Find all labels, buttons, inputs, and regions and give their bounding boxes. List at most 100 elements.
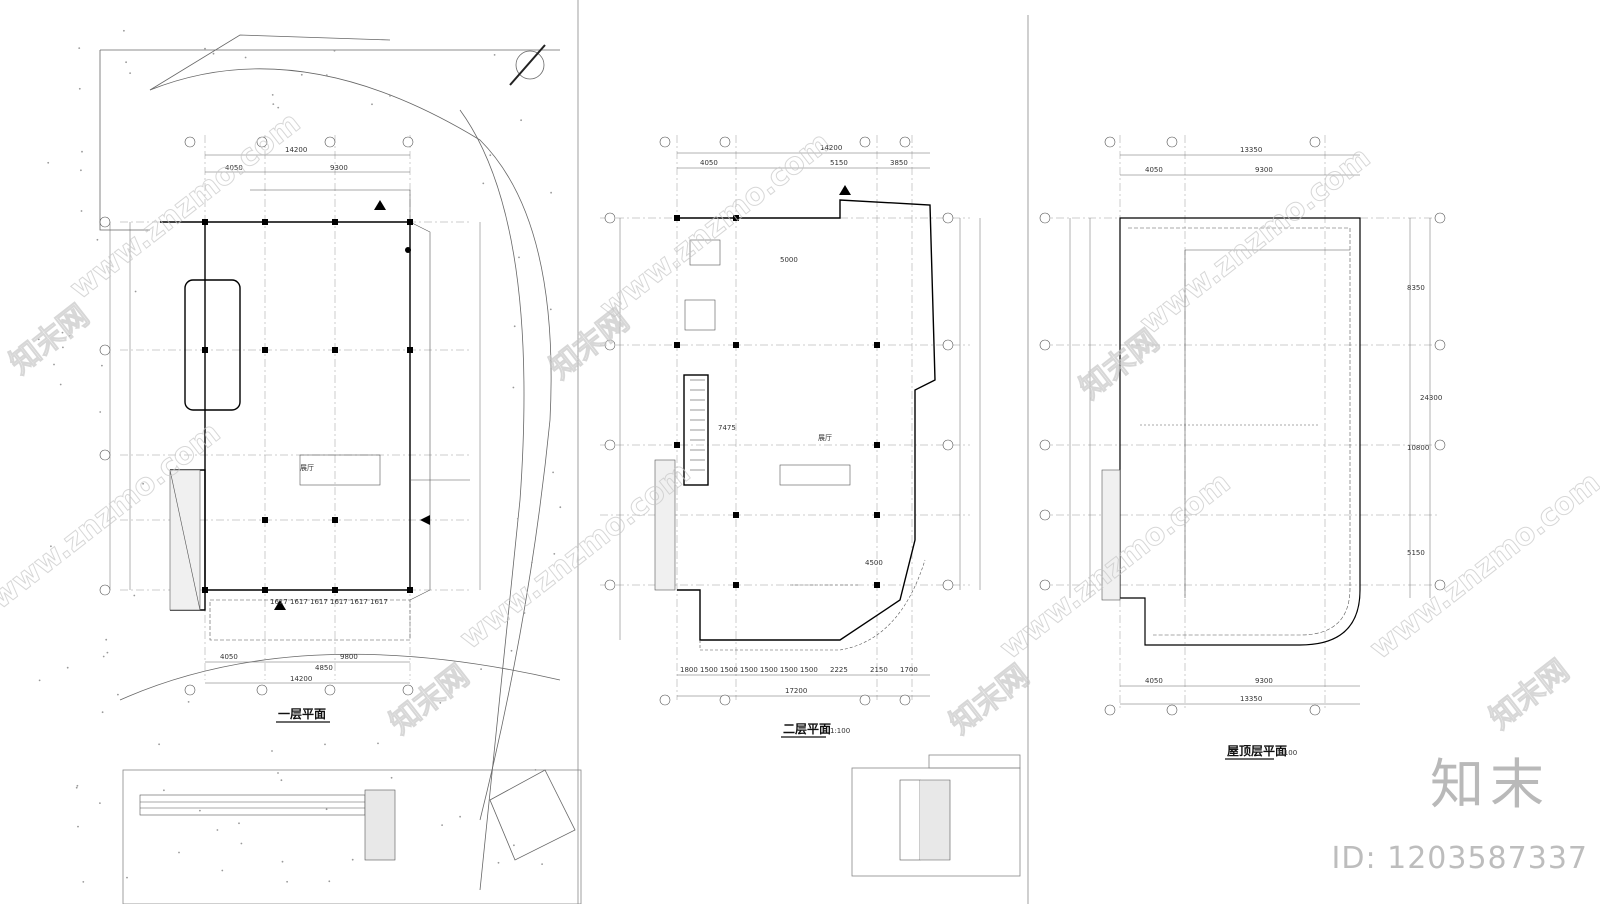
grass-dot [280,779,283,782]
grass-dot [512,386,515,389]
grass-dot [513,325,516,328]
svg-text:1617: 1617 [370,598,388,606]
grid-bubble [1434,339,1446,351]
svg-text:10800: 10800 [1407,444,1429,452]
svg-text:4050: 4050 [700,159,718,167]
watermark-text: 知末网 [383,658,475,741]
grass-dot [204,47,206,50]
grass-dot [158,743,161,746]
svg-text:4500: 4500 [865,559,883,567]
grid-bubble [942,439,954,451]
svg-text:1800: 1800 [680,666,698,674]
grass-dot [277,106,280,109]
svg-text:13350: 13350 [1240,695,1262,703]
grid-bubble [942,212,954,224]
floor2-title: 二层平面 [783,722,831,736]
grass-dot [493,54,496,56]
grid-bubble [1166,704,1178,716]
grid-bubble [402,684,414,696]
grass-dot [101,711,104,714]
grid-bubble [604,212,616,224]
grid-bubble [1039,439,1051,451]
grid-bubble [1104,136,1116,148]
grid-bubble [899,694,911,706]
grid-bubble [1039,579,1051,591]
floor2-dims: 4050 5150 3850 14200 1800 1500 1500 1500… [680,144,918,695]
roof-scale: 1:100 [1277,749,1297,757]
svg-text:1500: 1500 [720,666,738,674]
grid-bubble [604,439,616,451]
grass-dot [541,863,543,865]
svg-text:9800: 9800 [340,653,358,661]
grass-dot [96,238,99,241]
svg-text:9300: 9300 [1255,166,1273,174]
svg-text:5150: 5150 [1407,549,1425,557]
grass-dot [129,72,132,74]
svg-text:5000: 5000 [780,256,798,264]
grid-bubble [899,136,911,148]
grid-bubble [604,339,616,351]
svg-text:9300: 9300 [330,164,348,172]
grid-bubble [719,136,731,148]
grass-dot [47,161,50,164]
grid-bubble [1434,439,1446,451]
svg-text:14200: 14200 [820,144,842,152]
grid-bubble [859,694,871,706]
grass-dot [271,94,274,96]
svg-text:1617: 1617 [310,598,328,606]
grass-dot [240,842,243,845]
grid-bubble [942,339,954,351]
watermark-text: www.znzmo.com [593,125,837,326]
svg-text:9300: 9300 [1255,677,1273,685]
grass-dot [271,750,273,752]
svg-text:1617: 1617 [330,598,348,606]
grass-dot [516,517,519,520]
svg-text:8350: 8350 [1407,284,1425,292]
svg-text:1617: 1617 [290,598,308,606]
grass-dot [78,47,81,49]
svg-text:14200: 14200 [290,675,312,683]
svg-text:14200: 14200 [285,146,307,154]
grid-bubble [1039,339,1051,351]
roof-title: 屋顶层平面 [1227,744,1287,758]
svg-text:1500: 1500 [740,666,758,674]
grass-dot [37,338,40,341]
floor2-dim-lines [619,152,981,697]
grid-bubble [659,694,671,706]
grass-dot [552,471,554,474]
grid-bubble [1309,136,1321,148]
grid-bubble [324,684,336,696]
grid-bubble [99,216,111,228]
inset-plans [139,779,951,861]
grass-dot [459,815,461,818]
grass-dot [325,808,328,811]
grass-dot [520,119,522,122]
grid-bubble [1434,212,1446,224]
grass-dot [50,545,52,548]
floor2-room-label: 展厅 [818,434,832,442]
svg-text:1617: 1617 [350,598,368,606]
grid-bubble [1434,579,1446,591]
grass-dot [244,56,247,59]
grass-dot [66,666,69,669]
grass-dot [325,74,328,77]
floor2-details [654,239,926,651]
grid-bubble [99,449,111,461]
grass-dot [76,784,79,787]
floor2-gridlines [600,135,970,700]
grass-dot [513,844,515,847]
grass-dot [133,594,136,597]
grass-dot [510,649,513,652]
grass-dot [272,103,275,105]
floor2-scale: 1:100 [830,727,850,735]
grass-dot [62,346,64,349]
grass-dot [523,612,526,614]
floor1-dim-lines [109,154,481,684]
grass-dot [101,364,103,367]
grass-dot [102,655,105,658]
svg-text:13350: 13350 [1240,146,1262,154]
site-texture [37,29,562,883]
sheet-frames [122,0,1029,904]
grass-dot [82,881,85,883]
svg-text:4050: 4050 [1145,677,1163,685]
